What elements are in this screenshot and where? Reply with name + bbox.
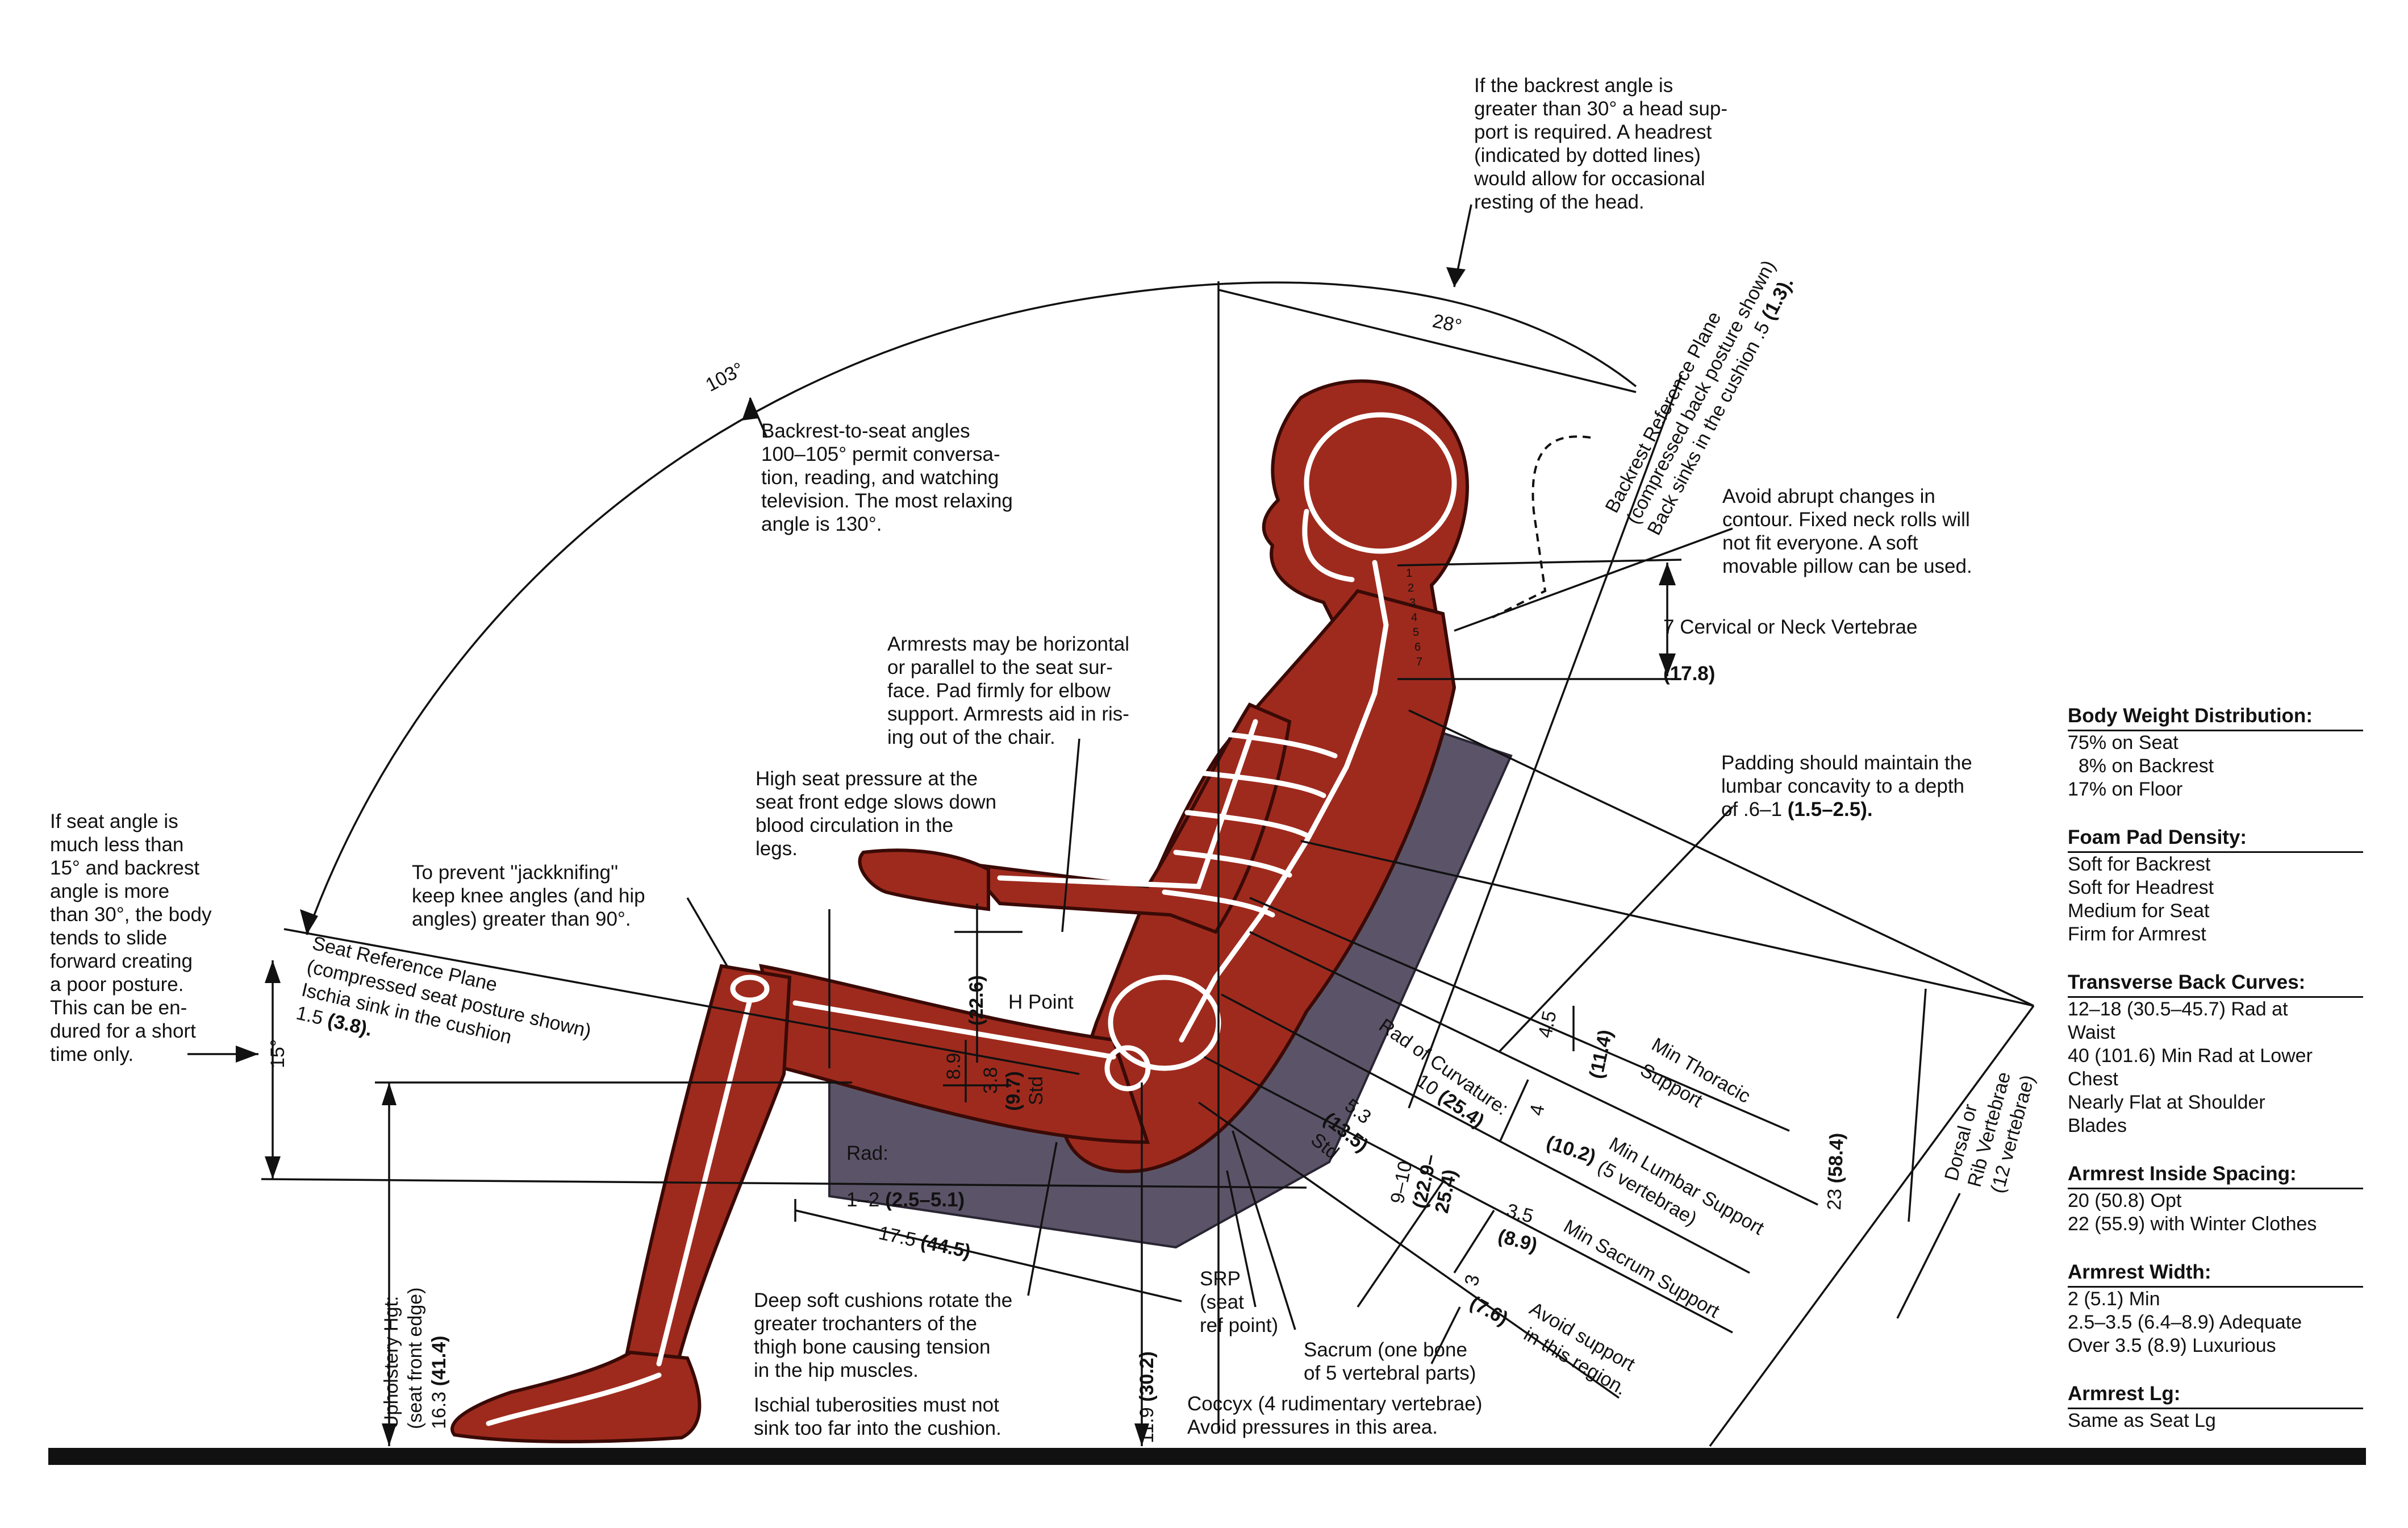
svg-text:4.5: 4.5 — [1534, 1009, 1561, 1040]
svg-text:3: 3 — [1460, 1272, 1484, 1288]
cervical-number: 2 — [1408, 582, 1414, 594]
spec-row: Waist — [2068, 1022, 2115, 1043]
spec-row: Nearly Flat at Shoulder — [2068, 1092, 2265, 1113]
deep-soft-note: Deep soft cushions rotate the greater tr… — [754, 1289, 1013, 1381]
spec-row: 40 (101.6) Min Rad at Lower — [2068, 1045, 2313, 1067]
dim-std: Std — [1025, 1076, 1047, 1105]
arrowheads — [236, 267, 1676, 1446]
svg-text:16.3 (41.4): 16.3 (41.4) — [428, 1336, 450, 1429]
svg-text:Upholstery Hgt:: Upholstery Hgt: — [381, 1296, 402, 1429]
padding-text: Padding should maintain the lumbar conca… — [1721, 752, 1972, 821]
h-point-label: H Point — [1008, 991, 1074, 1013]
seat-angle-note: If seat angle is much less than 15° and … — [50, 810, 212, 1065]
sacrum-note: Sacrum (one bone of 5 vertebral parts) — [1304, 1339, 1476, 1384]
svg-text:3.5: 3.5 — [1504, 1200, 1535, 1227]
cervical-number: 5 — [1413, 626, 1419, 639]
seat-plane-label: Seat Reference Plane (compressed seat po… — [294, 932, 593, 1048]
spec-row: Medium for Seat — [2068, 900, 2210, 922]
cervical-number: 3 — [1409, 597, 1416, 609]
spec-row: Soft for Headrest — [2068, 877, 2214, 898]
spec-row: Firm for Armrest — [2068, 923, 2206, 945]
rad-value: 1–2 — [846, 1189, 886, 1211]
spec-group-title: Armrest Inside Spacing: — [2068, 1161, 2363, 1189]
spec-group-title: Transverse Back Curves: — [2068, 970, 2363, 998]
spec-group-title: Foam Pad Density: — [2068, 825, 2363, 853]
spec-row: 8% on Backrest — [2068, 755, 2214, 777]
cervical-label: 7 Cervical or Neck Vertebrae — [1663, 616, 1918, 638]
spec-group-title: Armrest Lg: — [2068, 1381, 2363, 1409]
min-thoracic-label: 4.5 (11.4) Min Thoracic Support — [1534, 1009, 1754, 1112]
coccyx-note: Coccyx (4 rudimentary vertebrae) Avoid p… — [1187, 1393, 1483, 1438]
cervical-numbers: 1 2 3 4 5 6 7 — [1406, 567, 1422, 668]
svg-text:(7.6): (7.6) — [1466, 1292, 1512, 1330]
angle-15-label: 15° — [267, 1039, 289, 1068]
spec-row: 12–18 (30.5–45.7) Rad at — [2068, 998, 2288, 1020]
spec-row: 22 (55.9) with Winter Clothes — [2068, 1213, 2317, 1235]
backrest-seat-note: Backrest-to-seat angles 100–105° permit … — [761, 420, 1013, 535]
dorsal-label: Dorsal or Rib Vertebrae (12 vertebrae) — [1940, 1069, 2039, 1196]
spec-row: Chest — [2068, 1068, 2118, 1090]
svg-text:Min Sacrum Support: Min Sacrum Support — [1560, 1215, 1723, 1322]
cervical-number: 1 — [1406, 567, 1412, 580]
dimension-lines — [187, 204, 2035, 1447]
upholstery-label: Upholstery Hgt: (seat front edge) 16.3 (… — [381, 1288, 450, 1429]
floor-line — [48, 1448, 2366, 1465]
spec-row: 75% on Seat — [2068, 732, 2179, 753]
high-pressure-note: High seat pressure at the seat front edg… — [756, 768, 997, 860]
dim-17-5: 17.5 (44.5) — [877, 1222, 973, 1263]
svg-text:(8.9): (8.9) — [1496, 1225, 1539, 1256]
jackknifing-note: To prevent ''jackknifing'' keep knee ang… — [412, 861, 645, 930]
rad-note: Rad: 1–2 (2.5–5.1) — [846, 1118, 965, 1211]
cervical-number: 7 — [1416, 656, 1422, 668]
ischial-note: Ischial tuberosities must not sink too f… — [754, 1394, 1001, 1439]
angle-28-label: 28° — [1430, 310, 1463, 338]
spec-row: Same as Seat Lg — [2068, 1410, 2216, 1431]
dim-9-7: (9.7) — [1003, 1071, 1024, 1111]
avoid-support-label: 3 (7.6) Avoid support in this region. — [1460, 1272, 1639, 1400]
padding-note: Padding should maintain the lumbar conca… — [1721, 751, 1972, 821]
dim-11-9: 11.9 (30.2) — [1136, 1351, 1158, 1443]
spec-group: Transverse Back Curves:12–18 (30.5–45.7)… — [2068, 970, 2363, 1138]
spec-group: Body Weight Distribution:75% on Seat 8% … — [2068, 703, 2363, 801]
cervical-value: (17.8) — [1663, 663, 1716, 685]
spec-row: Over 3.5 (8.9) Luxurious — [2068, 1335, 2276, 1356]
cervical-number: 4 — [1411, 611, 1417, 624]
dim-8-9: 8.9 — [943, 1053, 965, 1080]
svg-text:(10.2): (10.2) — [1544, 1131, 1599, 1168]
rad-value-cm: (2.5–5.1) — [885, 1189, 965, 1211]
srp-label: SRP (seat ref point) — [1200, 1268, 1279, 1337]
spec-row: 2.5–3.5 (6.4–8.9) Adequate — [2068, 1312, 2302, 1333]
svg-text:(11.4): (11.4) — [1585, 1028, 1617, 1081]
rad-label: Rad: — [846, 1142, 888, 1164]
dim-3-8: 3.8 — [980, 1067, 1001, 1094]
cervical-number: 6 — [1414, 641, 1421, 653]
dim-22-6: (22.6) — [966, 975, 987, 1026]
armrests-note: Armrests may be horizontal or parallel t… — [887, 633, 1129, 748]
spec-row: Soft for Backrest — [2068, 853, 2211, 875]
svg-text:4: 4 — [1526, 1102, 1549, 1117]
spec-group-title: Armrest Width: — [2068, 1260, 2363, 1288]
spec-row: Blades — [2068, 1115, 2127, 1136]
contour-note: Avoid abrupt changes in contour. Fixed n… — [1722, 485, 1972, 577]
spec-row: 17% on Floor — [2068, 778, 2183, 800]
svg-text:(seat front edge): (seat front edge) — [404, 1288, 426, 1429]
spec-sidebar: Body Weight Distribution:75% on Seat 8% … — [2068, 703, 2363, 1456]
spec-group-title: Body Weight Distribution: — [2068, 703, 2363, 731]
spec-group: Armrest Lg:Same as Seat Lg — [2068, 1381, 2363, 1433]
headrest-outline — [1488, 435, 1591, 621]
cervical-note: 7 Cervical or Neck Vertebrae (17.8) — [1663, 592, 1917, 685]
headrest-note: If the backrest angle is greater than 30… — [1474, 74, 1727, 213]
dim-23: 23 (58.4) — [1823, 1133, 1848, 1210]
padding-value: (1.5–2.5). — [1787, 798, 1873, 821]
angle-103-label: 103° — [702, 358, 748, 396]
spec-row: 20 (50.8) Opt — [2068, 1190, 2182, 1211]
spec-row: 2 (5.1) Min — [2068, 1288, 2160, 1310]
